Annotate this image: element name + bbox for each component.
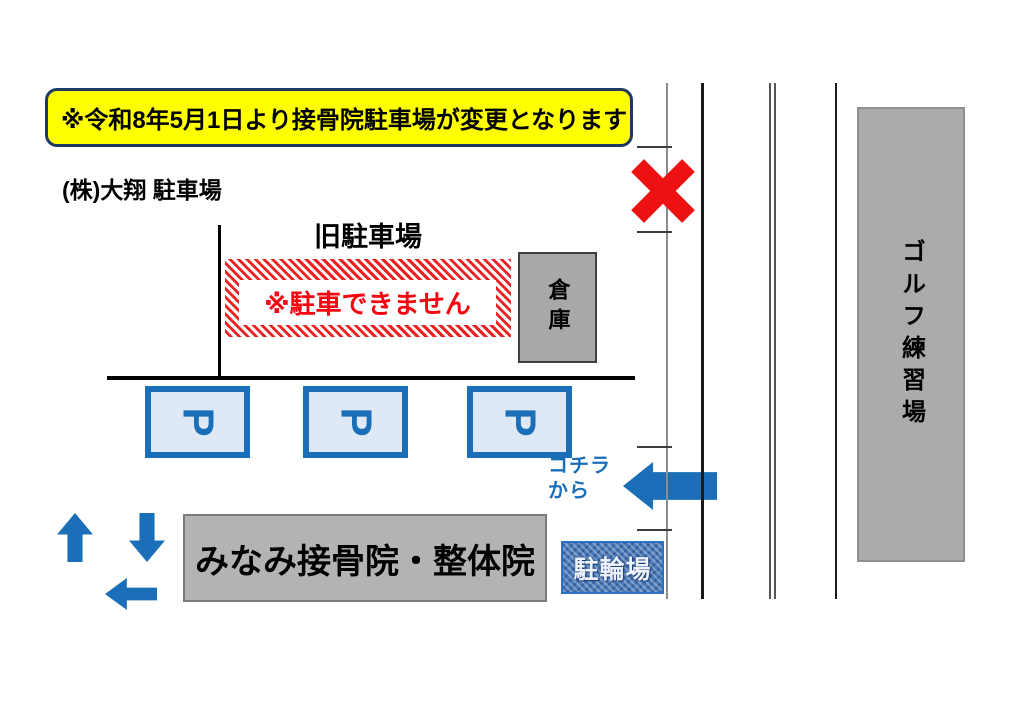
road-tick — [637, 231, 672, 233]
parking-p-symbol: P — [495, 407, 545, 437]
entrance-label-line1: コチラ — [548, 455, 611, 477]
turn-left-arrow-icon — [105, 578, 157, 610]
notice-text: ※令和8年5月1日より接骨院駐車場が変更となります — [61, 107, 628, 134]
no-parking-hatched-area: ※駐車できません — [225, 259, 511, 337]
road-tick — [637, 446, 672, 448]
bicycle-parking-label: 駐輪場 — [573, 555, 652, 584]
road-line-main — [701, 83, 704, 599]
parking-spot-2: P — [303, 386, 408, 458]
parking-p-symbol: P — [331, 407, 381, 437]
parking-spot-1: P — [145, 386, 250, 458]
road-line-double-right — [774, 83, 776, 599]
old-parking-title: 旧駐車場 — [314, 222, 422, 252]
road-line-inner — [666, 83, 668, 599]
up-arrow-icon — [57, 513, 93, 562]
lot-boundary-vertical-line — [218, 225, 221, 380]
warehouse-box: 倉庫 — [518, 252, 597, 363]
lot-boundary-horizontal-line — [107, 376, 635, 380]
clinic-label: みなみ接骨院・整体院 — [195, 542, 535, 581]
road-line-double-left — [769, 83, 771, 599]
road-tick — [637, 146, 672, 148]
no-parking-warning: ※駐車できません — [239, 280, 496, 325]
clinic-building: みなみ接骨院・整体院 — [183, 514, 547, 602]
down-arrow-icon — [129, 513, 165, 562]
road-line-outer — [835, 83, 837, 599]
no-entry-x-icon — [631, 159, 695, 223]
entrance-label-line2: から — [548, 480, 590, 502]
bicycle-parking-box: 駐輪場 — [561, 541, 664, 594]
parking-spot-3: P — [467, 386, 572, 458]
notice-banner: ※令和8年5月1日より接骨院駐車場が変更となります — [45, 88, 633, 147]
road-tick — [637, 529, 672, 531]
entrance-label: コチラ から — [548, 454, 611, 504]
company-parking-label: (株)大翔 駐車場 — [62, 177, 222, 203]
warehouse-label: 倉庫 — [545, 277, 571, 338]
golf-range-label: ゴルフ練習場 — [897, 238, 925, 431]
golf-range-box: ゴルフ練習場 — [857, 107, 965, 562]
parking-p-symbol: P — [173, 407, 223, 437]
